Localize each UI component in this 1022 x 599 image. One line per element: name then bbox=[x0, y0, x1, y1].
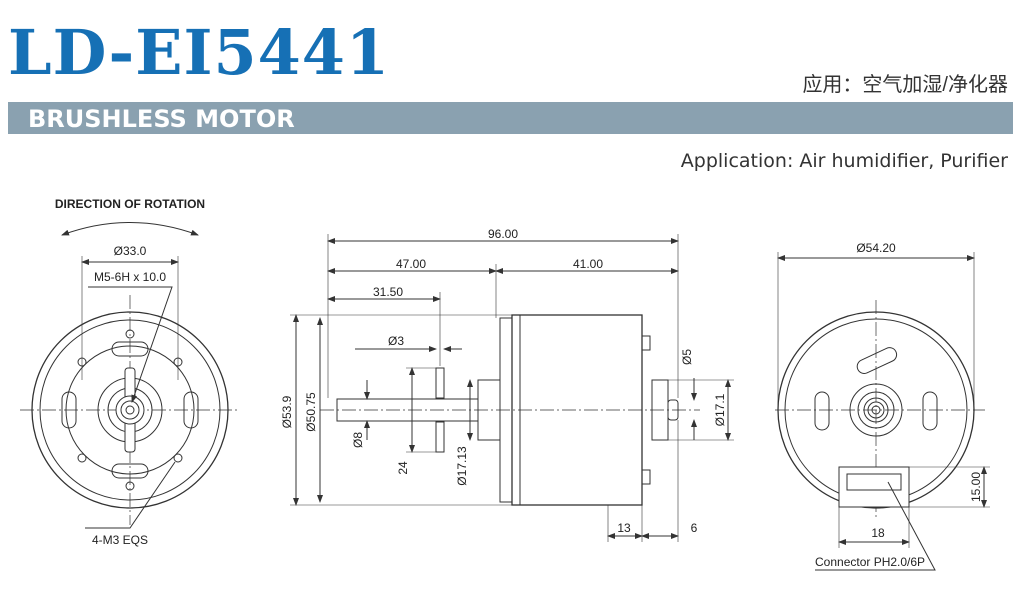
model-title: LD-EI5441 bbox=[8, 16, 391, 89]
total-length-label: 96.00 bbox=[488, 227, 518, 241]
rear-shaft-diameter-label: Ø5 bbox=[680, 349, 694, 365]
rear-diameter-label: Ø54.20 bbox=[856, 241, 896, 255]
rotation-arrow-icon bbox=[61, 222, 199, 236]
rear-shaft-length-label: 6 bbox=[691, 521, 698, 535]
front-view: DIRECTION OF ROTATION Ø33.0 M5-6H x 10.0 bbox=[20, 197, 240, 547]
application-en: Application: Air humidifier, Purifier bbox=[680, 150, 1008, 172]
boss-diameter-label: Ø17.13 bbox=[455, 446, 469, 486]
holes-label: 4-M3 EQS bbox=[92, 533, 148, 547]
connector-label: Connector PH2.0/6P bbox=[815, 555, 925, 569]
product-type: BRUSHLESS MOTOR bbox=[28, 105, 295, 133]
rear-length-label: 13 bbox=[617, 521, 631, 535]
rear-boss-diameter-label: Ø17.1 bbox=[713, 393, 727, 426]
connector-width-label: 18 bbox=[871, 526, 885, 540]
connector-height-label: 15.00 bbox=[969, 472, 983, 502]
application-cn: 应用：空气加湿/净化器 bbox=[802, 74, 1008, 96]
pin-diameter-label: Ø3 bbox=[388, 334, 404, 348]
side-view: 96.00 47.00 41.00 31.50 Ø3 Ø53.9 Ø50.75 … bbox=[280, 227, 734, 542]
front-diameter-label: Ø33.0 bbox=[114, 244, 147, 258]
body-length-label: 41.00 bbox=[573, 257, 603, 271]
rotation-label: DIRECTION OF ROTATION bbox=[55, 197, 205, 211]
flange-diameter-label: Ø50.75 bbox=[304, 392, 318, 432]
shaft-diameter-label: Ø8 bbox=[351, 432, 365, 448]
rear-view: Ø54.20 18 15.00 Connector PH2.0/6P bbox=[775, 241, 990, 571]
body-diameter-label: Ø53.9 bbox=[280, 395, 294, 428]
shaft-length-label: 31.50 bbox=[373, 285, 403, 299]
title-bar: BRUSHLESS MOTOR bbox=[8, 102, 1013, 134]
pin-span-label: 24 bbox=[396, 461, 410, 475]
thread-label: M5-6H x 10.0 bbox=[94, 270, 166, 284]
front-length-label: 47.00 bbox=[396, 257, 426, 271]
